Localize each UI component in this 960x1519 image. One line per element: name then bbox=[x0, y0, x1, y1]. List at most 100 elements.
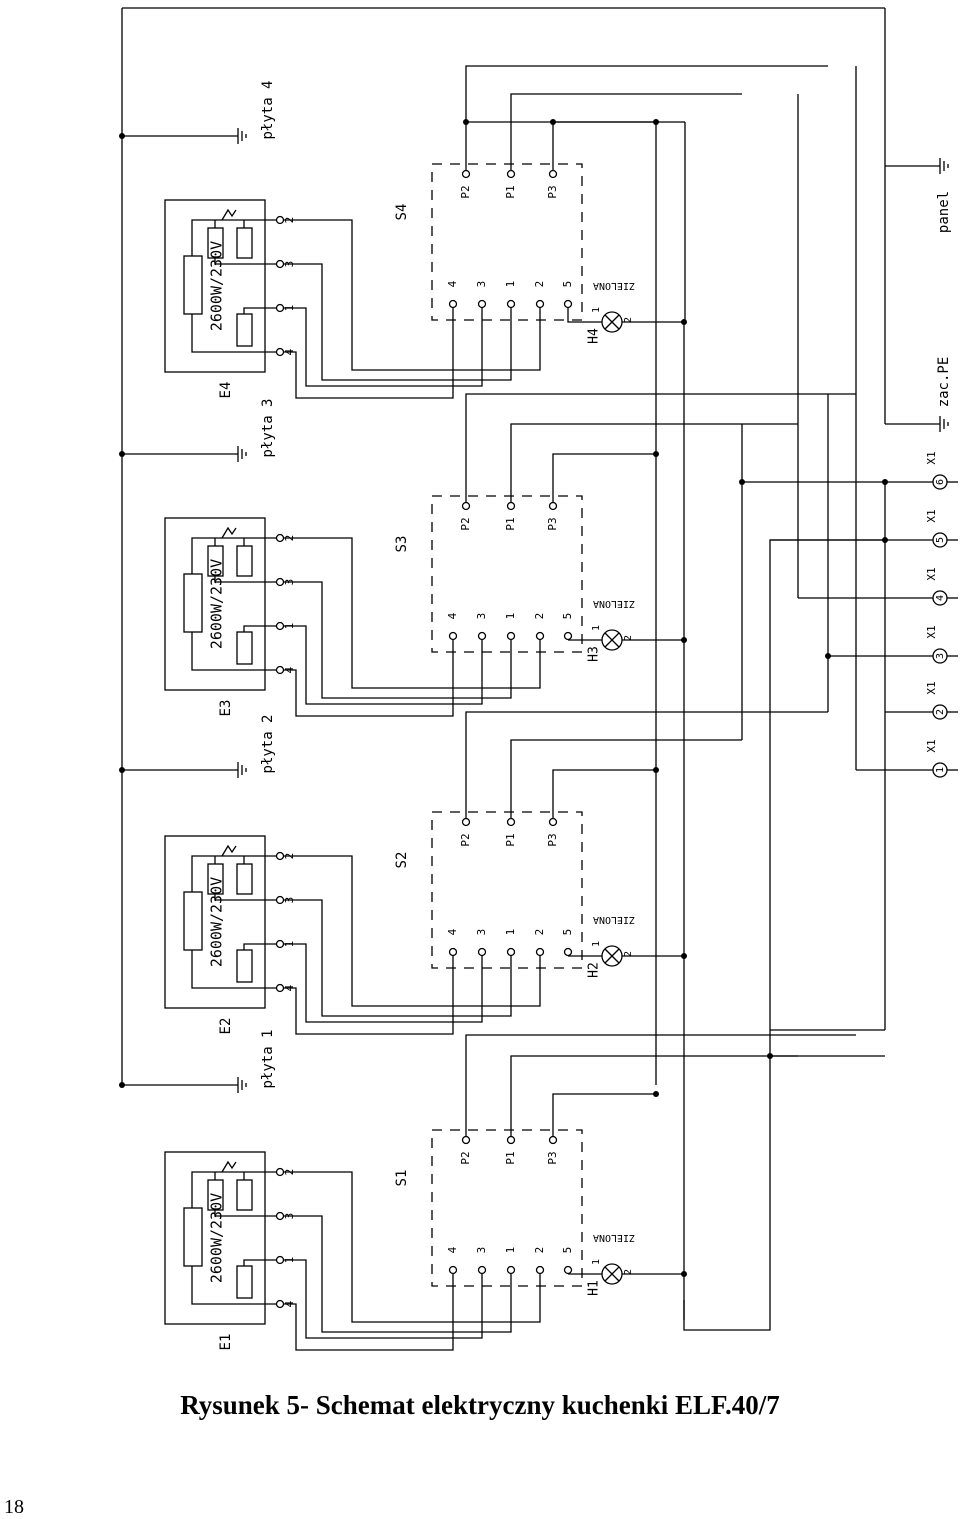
switch-pin-label: P1 bbox=[504, 833, 517, 846]
wire bbox=[280, 537, 541, 689]
switch-pin-label: 5 bbox=[561, 613, 574, 620]
plate-internal-wire bbox=[243, 307, 278, 314]
switch-pin bbox=[461, 169, 471, 179]
terminal-label: 3 bbox=[283, 579, 296, 586]
switch-pin-label: P1 bbox=[504, 1151, 517, 1164]
switch-pin bbox=[506, 631, 516, 641]
wire bbox=[280, 956, 454, 1035]
wire bbox=[280, 943, 483, 1023]
wire bbox=[552, 453, 656, 502]
lamp-cross bbox=[604, 1266, 620, 1282]
wire bbox=[552, 769, 656, 818]
plate-rating: 2600W/230V bbox=[208, 1193, 226, 1283]
switch-pin-label: 4 bbox=[446, 612, 459, 619]
plate-designator: E4 bbox=[218, 382, 234, 399]
switch-pin-label: P3 bbox=[546, 833, 559, 846]
switch-frame bbox=[431, 163, 583, 321]
lamp-color-label: ZIELONA bbox=[593, 280, 635, 291]
figure-caption: Rysunek 5- Schemat elektryczny kuchenki … bbox=[180, 1390, 780, 1420]
junction-dot bbox=[739, 479, 745, 485]
plate-rating: 2600W/230V bbox=[208, 559, 226, 649]
wire bbox=[465, 393, 856, 502]
switch-pin bbox=[506, 169, 516, 179]
wire bbox=[280, 640, 454, 717]
heating-element bbox=[236, 227, 253, 259]
switch-pin-label: 2 bbox=[533, 929, 546, 936]
connector-designator: X1 bbox=[925, 509, 938, 522]
switch-pin-label: P2 bbox=[459, 833, 472, 846]
switch-frame bbox=[431, 811, 583, 969]
switch-pin-label: 1 bbox=[504, 281, 517, 288]
ground-symbol bbox=[237, 1077, 247, 1093]
plate-terminal bbox=[275, 259, 285, 269]
plate-terminal bbox=[275, 895, 285, 905]
plate-terminal bbox=[275, 1255, 285, 1265]
plate-rating: 2600W/230V bbox=[208, 877, 226, 967]
connector-designator: X1 bbox=[925, 625, 938, 638]
wire bbox=[280, 581, 512, 699]
connector-pin-number: 4 bbox=[935, 595, 946, 601]
indicator-lamp bbox=[601, 629, 623, 651]
lamp-color-label: ZIELONA bbox=[593, 914, 635, 925]
rotary-switch bbox=[431, 1129, 583, 1287]
terminal-label: 4 bbox=[283, 348, 296, 355]
switch-pin-label: 4 bbox=[446, 1246, 459, 1253]
plate-internal-wire bbox=[191, 1266, 278, 1305]
wire bbox=[510, 739, 742, 818]
switch-pin bbox=[535, 631, 545, 641]
switch-pin bbox=[477, 1265, 487, 1275]
wire bbox=[510, 423, 798, 502]
switch-pin-label: 5 bbox=[561, 281, 574, 288]
switch-pin-label: 1 bbox=[504, 929, 517, 936]
switch-pin bbox=[535, 947, 545, 957]
lamp-color-label: ZIELONA bbox=[593, 1232, 635, 1243]
heating-element bbox=[236, 631, 253, 665]
plate-internal-wire bbox=[191, 855, 278, 892]
junction-dot bbox=[463, 119, 469, 125]
thermal-switch bbox=[221, 1160, 237, 1173]
switch-pin bbox=[535, 299, 545, 309]
wire bbox=[465, 65, 828, 170]
rotary-switch bbox=[431, 811, 583, 969]
wire bbox=[280, 1171, 541, 1323]
switch-designator: S3 bbox=[394, 536, 410, 553]
terminal-label: 3 bbox=[283, 261, 296, 268]
switch-pin bbox=[461, 1135, 471, 1145]
terminal-label: 2 bbox=[283, 217, 296, 224]
terminal-label: 1 bbox=[283, 941, 296, 948]
plate-internal-wire bbox=[243, 943, 278, 950]
switch-pin-label: P3 bbox=[546, 1151, 559, 1164]
wire bbox=[567, 308, 602, 323]
plate-terminal bbox=[275, 851, 285, 861]
switch-pin bbox=[477, 299, 487, 309]
ground-symbol bbox=[939, 158, 949, 174]
switch-pin-label: 3 bbox=[475, 929, 488, 936]
plate-designator: E1 bbox=[218, 1334, 234, 1351]
connector-pin-number: 5 bbox=[935, 537, 946, 543]
plate-internal-wire bbox=[191, 950, 278, 989]
plate-designator: E3 bbox=[218, 700, 234, 717]
plate-internal-wire bbox=[191, 1171, 278, 1208]
indicator-lamp bbox=[601, 311, 623, 333]
switch-pin bbox=[448, 947, 458, 957]
plate-internal-wire bbox=[214, 1210, 278, 1217]
components bbox=[164, 128, 958, 1325]
connector-pin bbox=[932, 474, 958, 490]
heating-plate bbox=[164, 517, 285, 691]
page-number: 18 bbox=[4, 1496, 24, 1518]
switch-pin bbox=[477, 631, 487, 641]
junction-dot bbox=[681, 319, 687, 325]
connector-pin-number: 2 bbox=[935, 709, 946, 715]
connector-designator: X1 bbox=[925, 739, 938, 752]
switch-pin bbox=[448, 1265, 458, 1275]
indicator-lamp bbox=[601, 1263, 623, 1285]
switch-pin bbox=[448, 299, 458, 309]
junction-dot bbox=[653, 119, 659, 125]
plate-terminal bbox=[275, 533, 285, 543]
rotary-switch bbox=[431, 495, 583, 653]
junction-dot bbox=[119, 133, 125, 139]
wire bbox=[552, 1093, 656, 1136]
switch-pin-label: P1 bbox=[504, 517, 517, 530]
lamp-pin-label: 2 bbox=[623, 635, 634, 641]
